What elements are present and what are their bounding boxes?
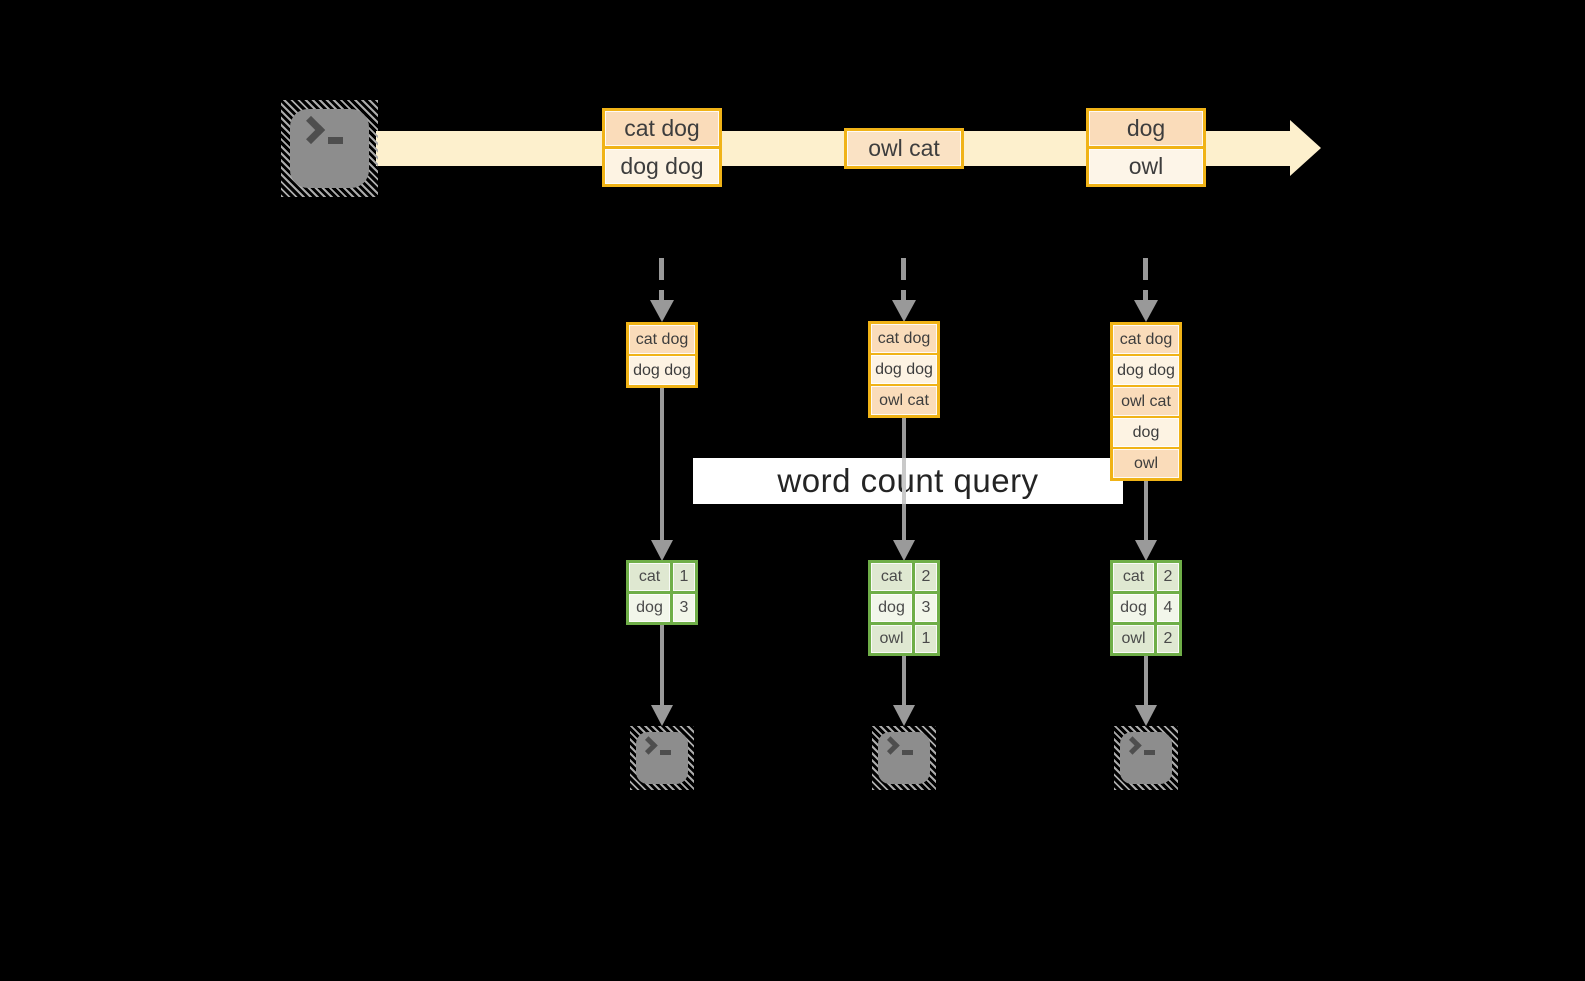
dashed-arrow [659,258,664,300]
query-banner: word count query [693,458,1123,504]
word-cell: dog [871,594,912,622]
table-row: dog 3 [629,594,695,622]
word-count-table: cat 2 dog 3 owl 1 [868,560,940,656]
chevron-right-icon [1123,736,1142,755]
arrowhead-icon [893,540,915,561]
flow-line [1144,656,1148,705]
count-cell: 4 [1157,594,1179,622]
arrowhead-icon [1135,540,1157,561]
terminal-body [290,109,369,188]
flow-line [902,656,906,705]
underscore-cursor-icon [660,750,671,755]
buffer-row: dog dog [1113,356,1179,385]
buffer-stack: cat dog dog dog owl cat dog owl [1110,322,1182,481]
arrowhead-icon [651,705,673,726]
flow-line [1144,481,1148,540]
count-cell: 1 [673,563,695,591]
terminal-body [636,732,688,784]
stream-event-row: dog [1089,111,1203,146]
count-cell: 2 [915,563,937,591]
arrowhead-icon [1134,300,1158,322]
count-cell: 3 [673,594,695,622]
buffer-row: dog dog [871,355,937,384]
buffer-row: owl cat [871,386,937,415]
terminal-source-icon [281,100,378,197]
arrowhead-icon [650,300,674,322]
arrowhead-icon [893,705,915,726]
terminal-prompt-icon [639,736,671,756]
query-label: word count query [777,462,1039,499]
word-cell: dog [629,594,670,622]
terminal-body [1120,732,1172,784]
word-cell: cat [1113,563,1154,591]
stream-event-box: dog owl [1086,108,1206,187]
stream-event-row: owl [1089,149,1203,184]
word-cell: dog [1113,594,1154,622]
table-row: cat 1 [629,563,695,591]
word-count-table: cat 1 dog 3 [626,560,698,625]
count-cell: 1 [915,625,937,653]
terminal-prompt-icon [1123,736,1155,756]
word-cell: owl [1113,625,1154,653]
flow-line [660,625,664,705]
stream-event-box: cat dog dog dog [602,108,722,187]
count-cell: 2 [1157,563,1179,591]
terminal-prompt-icon [881,736,913,756]
dashed-arrow [901,258,906,300]
flow-line-over-banner [902,458,906,504]
stream-event-row: cat dog [605,111,719,146]
table-row: owl 1 [871,625,937,653]
terminal-sink-icon [630,726,694,790]
word-cell: cat [629,563,670,591]
buffer-row: cat dog [871,324,937,353]
stream-event-row: owl cat [847,131,961,166]
buffer-row: cat dog [1113,325,1179,354]
terminal-sink-icon [872,726,936,790]
arrowhead-icon [651,540,673,561]
table-row: cat 2 [1113,563,1179,591]
word-count-table: cat 2 dog 4 owl 2 [1110,560,1182,656]
count-cell: 3 [915,594,937,622]
arrowhead-icon [1135,705,1157,726]
underscore-cursor-icon [328,137,343,144]
buffer-row: owl cat [1113,387,1179,416]
table-row: dog 3 [871,594,937,622]
table-row: dog 4 [1113,594,1179,622]
terminal-prompt-icon [296,115,343,146]
stream-event-box: owl cat [844,128,964,169]
terminal-sink-icon [1114,726,1178,790]
dashed-arrow [1143,258,1148,300]
flow-line [660,388,664,540]
buffer-row: dog [1113,418,1179,447]
word-cell: cat [871,563,912,591]
underscore-cursor-icon [902,750,913,755]
chevron-right-icon [296,115,326,145]
buffer-row: owl [1113,449,1179,478]
buffer-row: cat dog [629,325,695,354]
table-row: cat 2 [871,563,937,591]
chevron-right-icon [881,736,900,755]
buffer-stack: cat dog dog dog [626,322,698,388]
arrowhead-icon [892,300,916,322]
buffer-stack: cat dog dog dog owl cat [868,321,940,418]
stream-event-row: dog dog [605,149,719,184]
count-cell: 2 [1157,625,1179,653]
table-row: owl 2 [1113,625,1179,653]
stream-arrowhead-icon [1290,120,1321,176]
chevron-right-icon [639,736,658,755]
buffer-row: dog dog [629,356,695,385]
terminal-body [878,732,930,784]
underscore-cursor-icon [1144,750,1155,755]
word-cell: owl [871,625,912,653]
